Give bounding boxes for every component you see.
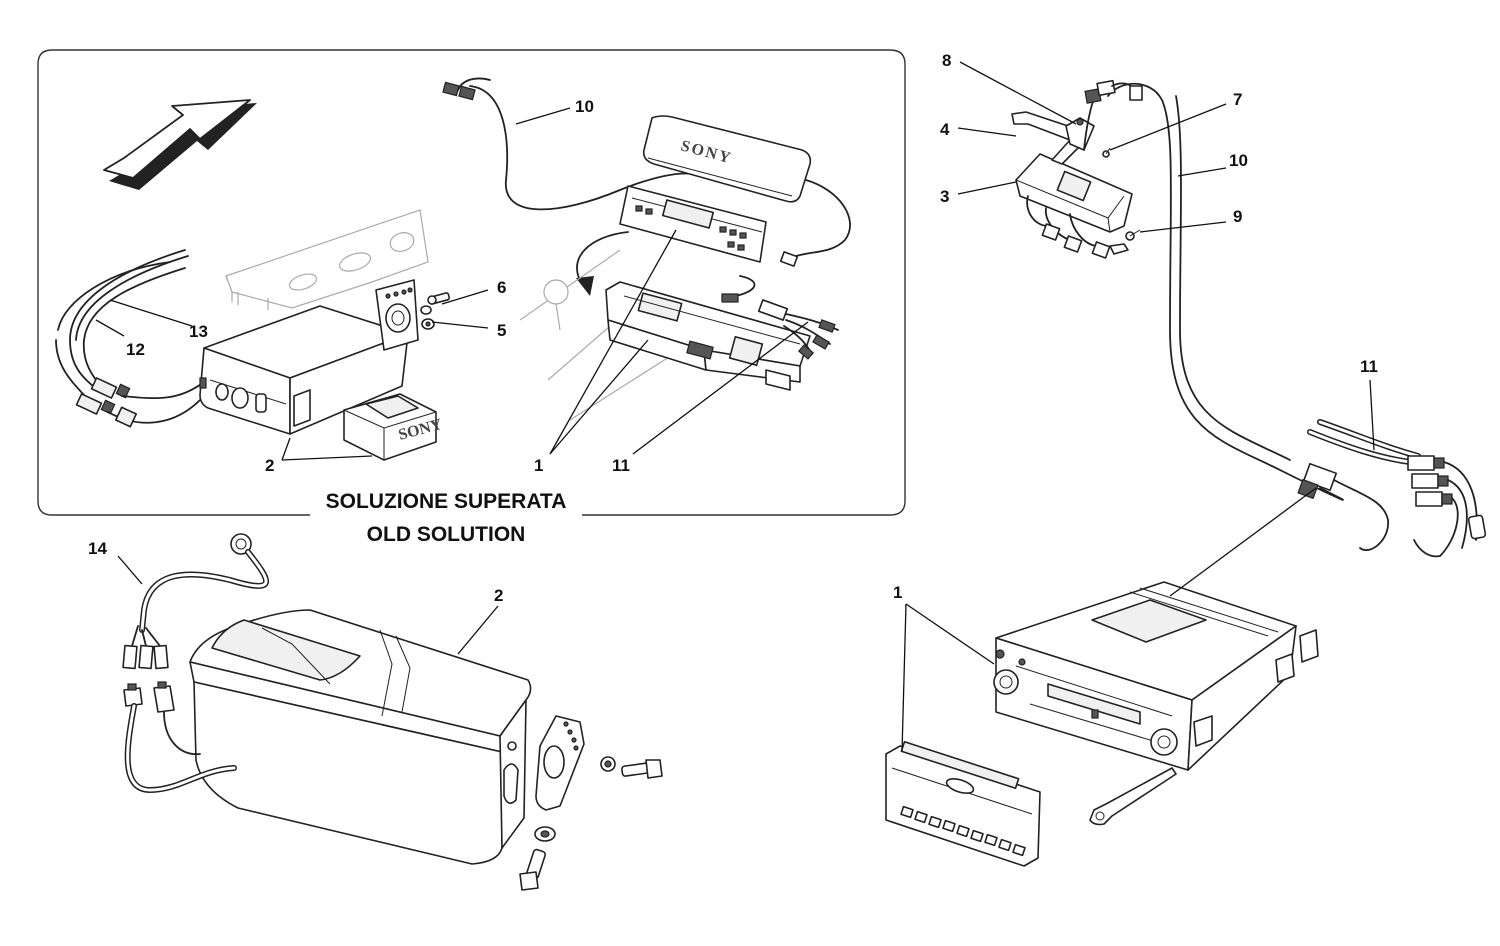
callout-labels: 10 6 5 13 12 2 1 11 8 4 3 7 10 9 11 1 2 … xyxy=(88,51,1378,605)
new-wiring-harness xyxy=(1307,419,1487,558)
old-face-cover: SONY xyxy=(642,115,812,203)
new-mounting-bracket xyxy=(519,715,663,891)
dashboard-bracket xyxy=(225,209,429,310)
new-head-unit xyxy=(993,581,1319,771)
callout-new-7: 7 xyxy=(1233,90,1242,109)
callout-new-8: 8 xyxy=(942,51,951,70)
new-front-panel xyxy=(885,740,1041,867)
front-panel-buttons xyxy=(900,805,1026,857)
callout-old-1: 1 xyxy=(534,456,543,475)
callout-old-11: 11 xyxy=(612,456,630,475)
callout-new-2: 2 xyxy=(494,586,503,605)
callout-new-3: 3 xyxy=(940,187,949,206)
new-antenna-lead xyxy=(1083,79,1344,501)
rotation-arrow-icon xyxy=(576,231,629,296)
old-cd-magazine: SONY xyxy=(343,393,444,461)
old-fasteners xyxy=(420,292,451,330)
callout-old-13: 13 xyxy=(189,322,208,341)
old-antenna-lead xyxy=(442,77,701,211)
callout-old-12: 12 xyxy=(126,340,145,359)
callout-old-2: 2 xyxy=(265,456,274,475)
callout-new-4: 4 xyxy=(940,120,950,139)
old-console xyxy=(519,249,681,421)
amplifier-connectors xyxy=(1026,195,1129,259)
new-changer-cable xyxy=(122,533,270,794)
callout-new-11: 11 xyxy=(1360,357,1378,376)
caption-old-solution-en: OLD SOLUTION xyxy=(367,523,526,546)
old-head-unit xyxy=(619,179,851,267)
release-key-icon xyxy=(1089,767,1177,826)
amplifier-screws xyxy=(1102,147,1141,241)
callout-new-1: 1 xyxy=(893,583,902,602)
callout-new-10: 10 xyxy=(1229,151,1248,170)
leader-lines xyxy=(95,61,1375,753)
callout-old-6: 6 xyxy=(497,278,506,297)
old-solution-frame xyxy=(37,49,906,516)
callout-new-9: 9 xyxy=(1233,207,1242,226)
old-chassis xyxy=(605,281,811,391)
new-cd-changer xyxy=(189,609,532,865)
old-mounting-plate xyxy=(375,279,419,351)
aerial-cables xyxy=(55,249,205,428)
callout-new-14: 14 xyxy=(88,539,107,558)
old-cd-changer xyxy=(199,305,409,435)
old-wiring-harness xyxy=(721,275,839,360)
antenna-plug xyxy=(1297,462,1389,551)
callout-old-10: 10 xyxy=(575,97,594,116)
direction-arrow-icon xyxy=(103,99,257,190)
callout-old-5: 5 xyxy=(497,321,506,340)
caption-old-solution-it: SOLUZIONE SUPERATA xyxy=(326,490,567,513)
